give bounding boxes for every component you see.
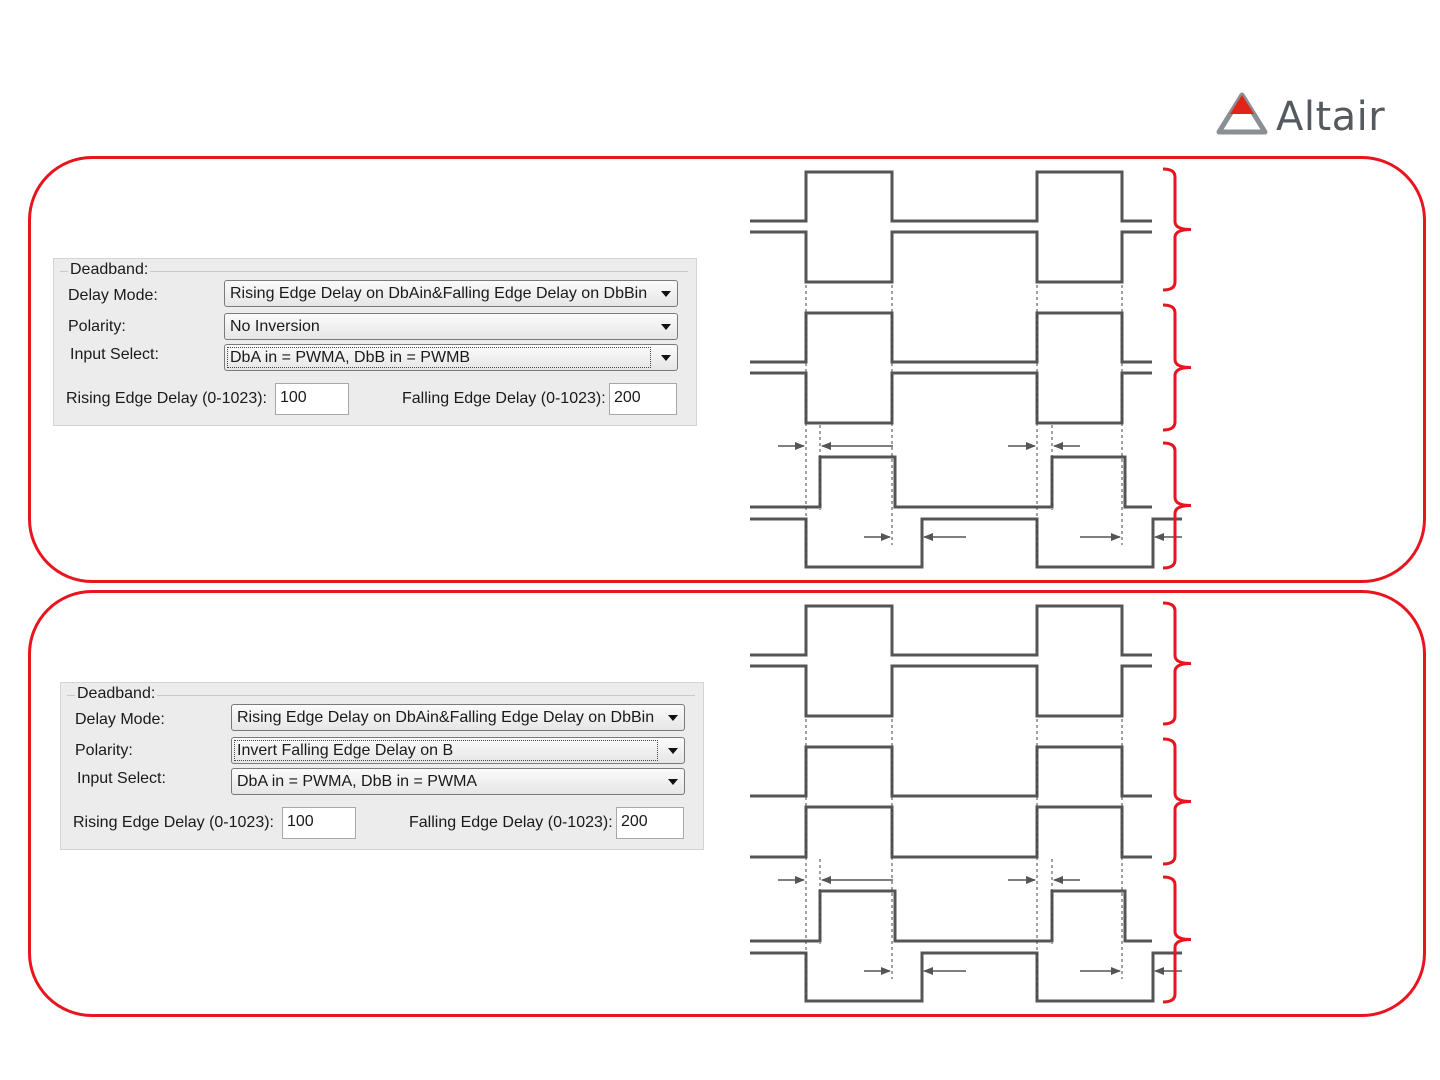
deadband-group-title: Deadband: — [75, 685, 158, 703]
polarity-select[interactable]: No Inversion — [224, 313, 678, 340]
input-select-value: DbA in = PWMA, DbB in = PWMB — [230, 349, 471, 366]
altair-logo: Altair — [1216, 92, 1386, 142]
focus-ring — [234, 740, 658, 761]
pwmb-signal — [750, 230, 1152, 284]
group-box-border — [67, 695, 695, 696]
pwma-signal — [750, 604, 1152, 657]
altair-logo-text: Altair — [1276, 94, 1386, 140]
input-select-value: DbA in = PWMA, DbB in = PWMA — [237, 773, 478, 790]
chevron-down-icon[interactable] — [668, 748, 678, 754]
polarity-value: No Inversion — [230, 318, 320, 335]
group-box-border — [60, 271, 688, 272]
signal-group-brace — [1162, 875, 1192, 1004]
polarity-label: Polarity: — [68, 318, 126, 335]
chevron-down-icon[interactable] — [661, 324, 671, 330]
pwma-signal — [750, 170, 1152, 223]
input-select-label: Input Select: — [70, 346, 159, 363]
input-select-select[interactable]: DbA in = PWMA, DbB in = PWMA — [231, 768, 685, 795]
delay-mode-value: Rising Edge Delay on DbAin&Falling Edge … — [237, 709, 655, 726]
falling-edge-delay-input[interactable]: 200 — [609, 383, 677, 415]
delay-mode-select[interactable]: Rising Edge Delay on DbAin&Falling Edge … — [231, 704, 685, 731]
dbb-out-signal — [750, 951, 1182, 1003]
signal-group-brace — [1162, 737, 1192, 866]
delay-mode-label: Delay Mode: — [75, 711, 165, 728]
dba-in-signal — [750, 311, 1152, 364]
rising-edge-delay-label: Rising Edge Delay (0-1023): — [66, 390, 267, 407]
dbb-in-signal — [750, 805, 1152, 859]
dba-in-signal — [750, 745, 1152, 798]
dba-out-signal — [750, 889, 1152, 943]
chevron-down-icon[interactable] — [661, 355, 671, 361]
rising-edge-delay-input[interactable]: 100 — [275, 383, 349, 415]
input-select-label: Input Select: — [77, 770, 166, 787]
falling-edge-delay-label: Falling Edge Delay (0-1023): — [409, 814, 613, 831]
dba-out-signal — [750, 455, 1152, 509]
polarity-label: Polarity: — [75, 742, 133, 759]
rising-edge-delay-input[interactable]: 100 — [282, 807, 356, 839]
polarity-value: Invert Falling Edge Delay on B — [237, 742, 454, 759]
signal-group-brace — [1162, 167, 1192, 292]
rising-edge-delay-label: Rising Edge Delay (0-1023): — [73, 814, 274, 831]
chevron-down-icon[interactable] — [668, 715, 678, 721]
waveform-layer — [750, 167, 1192, 1004]
deadband-dialog-2: Deadband: Delay Mode: Rising Edge Delay … — [60, 682, 704, 850]
panel-invert-falling-edge — [28, 590, 1426, 1017]
dbb-out-signal — [750, 517, 1182, 569]
delay-mode-label: Delay Mode: — [68, 287, 158, 304]
chevron-down-icon[interactable] — [661, 291, 671, 297]
dbb-in-signal — [750, 371, 1152, 425]
pwmb-signal — [750, 664, 1152, 718]
signal-group-brace — [1162, 303, 1192, 432]
delay-mode-select[interactable]: Rising Edge Delay on DbAin&Falling Edge … — [224, 280, 678, 307]
panel-no-inversion — [28, 156, 1426, 583]
delay-mode-value: Rising Edge Delay on DbAin&Falling Edge … — [230, 285, 648, 302]
altair-logo-icon — [1216, 92, 1268, 135]
signal-group-brace — [1162, 601, 1192, 726]
deadband-group-title: Deadband: — [68, 261, 151, 279]
focus-ring — [227, 347, 651, 368]
signal-group-brace — [1162, 441, 1192, 570]
polarity-select[interactable]: Invert Falling Edge Delay on B — [231, 737, 685, 764]
deadband-dialog-1: Deadband: Delay Mode: Rising Edge Delay … — [53, 258, 697, 426]
chevron-down-icon[interactable] — [668, 779, 678, 785]
falling-edge-delay-label: Falling Edge Delay (0-1023): — [402, 390, 606, 407]
falling-edge-delay-input[interactable]: 200 — [616, 807, 684, 839]
input-select-select[interactable]: DbA in = PWMA, DbB in = PWMB — [224, 344, 678, 371]
